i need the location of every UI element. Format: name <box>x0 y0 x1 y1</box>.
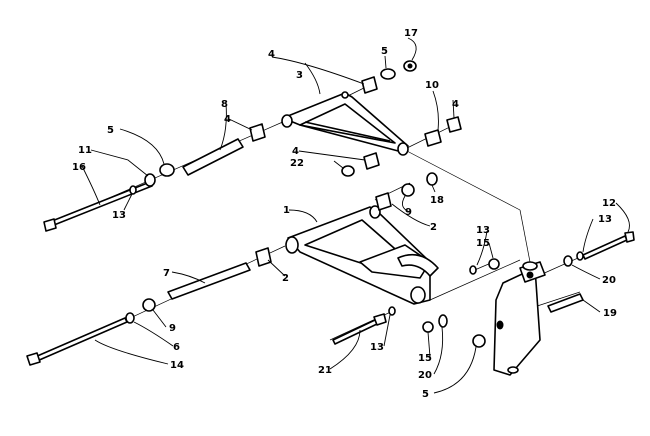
callout-4: 4 <box>452 99 459 110</box>
callout-6: 6 <box>173 342 180 353</box>
shock-absorber <box>493 261 546 376</box>
callout-5: 5 <box>381 46 388 57</box>
upper-a-arm <box>281 91 409 156</box>
callout-17: 17 <box>404 28 418 39</box>
callout-18: 18 <box>430 195 444 206</box>
callout-4: 4 <box>224 114 231 125</box>
callout-4: 4 <box>268 49 275 60</box>
callout-8: 8 <box>221 99 228 110</box>
callout-9: 9 <box>405 207 412 218</box>
callout-13: 13 <box>370 342 384 353</box>
callout-20: 20 <box>418 370 432 381</box>
callout-21: 21 <box>318 365 332 376</box>
callout-2: 2 <box>430 222 437 233</box>
callout-4: 4 <box>292 146 299 157</box>
callout-9: 9 <box>169 323 176 334</box>
lower-a-arm <box>285 205 439 305</box>
shafts <box>26 138 635 366</box>
callout-5: 5 <box>107 125 114 136</box>
callout-20: 20 <box>602 275 616 286</box>
callout-3: 3 <box>296 70 303 81</box>
callout-7: 7 <box>163 268 170 279</box>
callout-11: 11 <box>78 145 92 156</box>
leader-lines <box>81 37 630 394</box>
callout-13: 13 <box>598 214 612 225</box>
callout-12: 12 <box>602 198 616 209</box>
callout-15: 15 <box>476 238 490 249</box>
callout-1: 1 <box>283 205 290 216</box>
callout-13: 13 <box>476 225 490 236</box>
callout-14: 14 <box>170 360 184 371</box>
callout-10: 10 <box>425 80 439 91</box>
callout-5: 5 <box>422 389 429 400</box>
callout-labels: 17 4 5 3 10 4 8 4 5 11 4 22 16 13 18 1 9… <box>72 28 617 400</box>
callout-16: 16 <box>72 162 86 173</box>
callout-19: 19 <box>603 308 617 319</box>
callout-15: 15 <box>418 353 432 364</box>
callout-22: 22 <box>290 158 304 169</box>
callout-13: 13 <box>112 210 126 221</box>
callout-2: 2 <box>282 273 289 284</box>
